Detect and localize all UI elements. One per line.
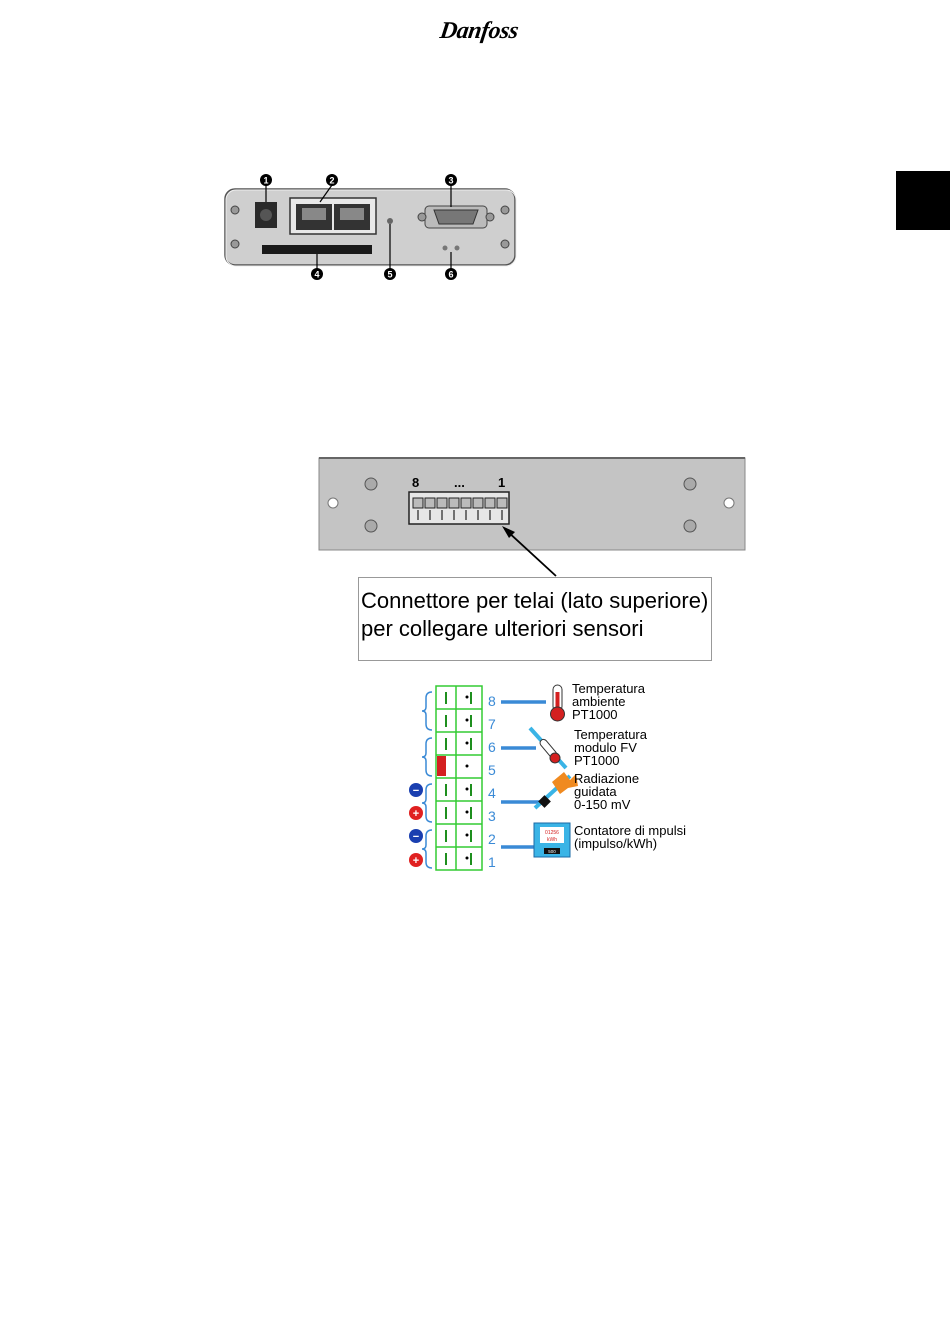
screw xyxy=(231,206,239,214)
brace xyxy=(422,692,432,730)
terminal-number: 1 xyxy=(488,854,496,870)
screw xyxy=(501,206,509,214)
terminal-number: 3 xyxy=(488,808,496,824)
jumper-link xyxy=(437,756,446,776)
thermometer-icon xyxy=(551,685,565,721)
screw xyxy=(365,520,377,532)
status-led xyxy=(387,218,393,224)
pulse-meter-icon: 01256 kWh 500 xyxy=(534,823,570,857)
meter-reading: 01256 xyxy=(545,830,559,836)
logo-text: Danfoss xyxy=(438,18,520,45)
sensor-label-module-temp: Temperatura modulo FV PT1000 xyxy=(574,728,647,767)
terminal-number: 6 xyxy=(488,739,496,755)
terminal-number: 7 xyxy=(488,716,496,732)
pin-label-8: 8 xyxy=(412,475,419,490)
irradiance-sensor-icon xyxy=(535,772,578,808)
marker-label: 2 xyxy=(329,176,334,186)
terminal-number: 5 xyxy=(488,762,496,778)
screw xyxy=(684,478,696,490)
minus-marker: − xyxy=(409,829,423,843)
marker-2: 2 xyxy=(326,174,338,186)
danfoss-logo: Danfoss xyxy=(440,18,532,52)
meter-base: 500 xyxy=(548,849,556,854)
serial-port xyxy=(434,210,478,224)
svg-text:+: + xyxy=(413,855,419,867)
screw xyxy=(501,240,509,248)
marker-label: 6 xyxy=(448,270,453,280)
pin-label-ellipsis: ... xyxy=(454,475,465,490)
mounting-hole xyxy=(724,498,734,508)
mounting-hole xyxy=(328,498,338,508)
terminal-number: 2 xyxy=(488,831,496,847)
marker-6: 6 xyxy=(445,268,457,280)
meter-unit: kWh xyxy=(547,837,557,843)
terminal-number: 4 xyxy=(488,785,496,801)
brace xyxy=(422,830,432,868)
terminal-number: 8 xyxy=(488,693,496,709)
marker-3: 3 xyxy=(445,174,457,186)
sensor-label-ambient-temp: Temperatura ambiente PT1000 xyxy=(572,682,645,721)
callout-line-1: Connettore per telai (lato superiore) xyxy=(361,588,708,614)
screw xyxy=(684,520,696,532)
indicator-led xyxy=(455,246,460,251)
card-slot xyxy=(262,245,372,254)
svg-text:−: − xyxy=(413,831,419,843)
brace xyxy=(422,784,432,822)
marker-label: 5 xyxy=(387,270,392,280)
svg-text:−: − xyxy=(413,785,419,797)
marker-1: 1 xyxy=(260,174,272,186)
indicator-led xyxy=(443,246,448,251)
brace xyxy=(422,738,432,776)
minus-marker: − xyxy=(409,783,423,797)
frame-panel: 8 ... 1 xyxy=(316,452,750,580)
marker-label: 3 xyxy=(448,176,453,186)
marker-5: 5 xyxy=(384,268,396,280)
screw xyxy=(365,478,377,490)
sensor-label-irradiance: Radiazione guidata 0-150 mV xyxy=(574,772,639,811)
callout-box: Connettore per telai (lato superiore) pe… xyxy=(358,577,712,661)
marker-label: 4 xyxy=(314,270,319,280)
plus-marker: + xyxy=(409,853,423,867)
marker-label: 1 xyxy=(263,176,268,186)
section-tab xyxy=(896,171,950,230)
svg-text:+: + xyxy=(413,808,419,820)
pin-label-1: 1 xyxy=(498,475,505,490)
device-front-panel: 1 2 3 4 5 6 xyxy=(220,172,520,282)
plus-marker: + xyxy=(409,806,423,820)
marker-4: 4 xyxy=(311,268,323,280)
sensor-label-pulse-meter: Contatore di mpulsi (impulso/kWh) xyxy=(574,824,686,850)
callout-line-2: per collegare ulteriori sensori xyxy=(361,616,643,642)
screw xyxy=(231,240,239,248)
